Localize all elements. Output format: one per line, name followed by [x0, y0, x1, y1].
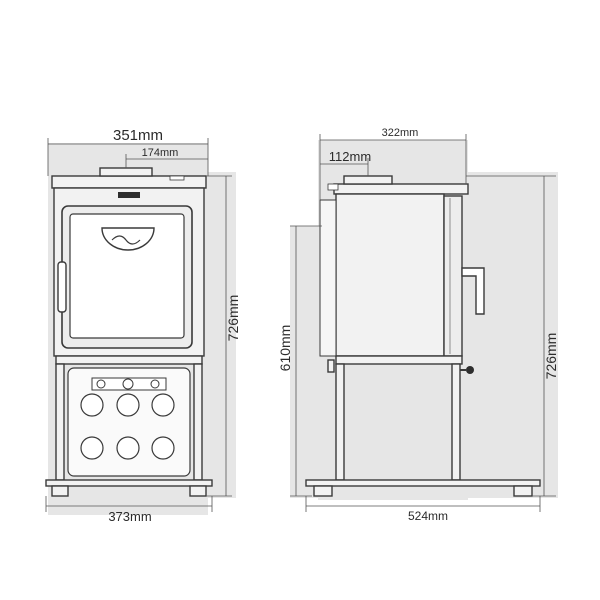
side-height-label: 726mm [543, 333, 559, 380]
side-firebox [335, 193, 445, 357]
front-door-glass [69, 213, 185, 339]
front-air-control-slot [111, 235, 141, 245]
side-front-leg [451, 363, 461, 481]
front-lever-knob-right [150, 379, 160, 389]
front-vent-hole [151, 393, 175, 417]
side-depth-base-label: 524mm [408, 509, 448, 523]
side-flue-collar [343, 175, 393, 185]
front-vent-hole [116, 436, 140, 460]
front-left-leg [55, 363, 65, 481]
side-base-plate [305, 479, 541, 487]
front-flue-offset-label: 174mm [142, 147, 179, 159]
front-flue-collar [99, 167, 153, 177]
side-door-handle [461, 267, 485, 315]
side-stand-top [335, 355, 463, 365]
front-height-label: 726mm [225, 295, 241, 342]
front-door-latch [118, 192, 140, 198]
front-vent-hole [80, 393, 104, 417]
front-width-base-label: 373mm [108, 509, 151, 524]
front-right-leg [193, 363, 203, 481]
side-flue-offset-label: 112mm [329, 149, 371, 164]
side-flue-height-shade [290, 226, 318, 498]
side-rear-spigot [327, 183, 339, 191]
front-base-plate [45, 479, 213, 487]
front-width-top-label: 351mm [113, 127, 163, 144]
front-vent-hole [116, 393, 140, 417]
front-door-handle [57, 261, 67, 313]
side-foot-rear [313, 485, 333, 497]
side-height-shade [468, 172, 558, 498]
side-ash-lever-knob [466, 366, 474, 374]
side-depth-top-label: 322mm [382, 127, 419, 139]
front-top-vent [169, 175, 185, 181]
side-rear-panel [319, 199, 337, 357]
front-air-control [101, 227, 155, 251]
side-rear-bracket [327, 359, 335, 373]
side-door-profile [443, 195, 463, 357]
side-rear-leg [335, 363, 345, 481]
front-view: 351mm 174mm 726mm 373mm [45, 127, 241, 524]
side-view: 322mm 112mm 610mm 726mm 524mm [277, 127, 559, 523]
front-foot-right [189, 485, 207, 497]
side-top-plate [333, 183, 469, 195]
front-vent-hole [151, 436, 175, 460]
front-lever-knob-center [122, 378, 134, 390]
front-lever-knob-left [96, 379, 106, 389]
side-foot-front [513, 485, 533, 497]
front-vent-hole [80, 436, 104, 460]
front-foot-left [51, 485, 69, 497]
front-height-shade [208, 172, 236, 498]
side-flue-height-label: 610mm [277, 325, 293, 372]
front-stand-top [55, 355, 203, 365]
